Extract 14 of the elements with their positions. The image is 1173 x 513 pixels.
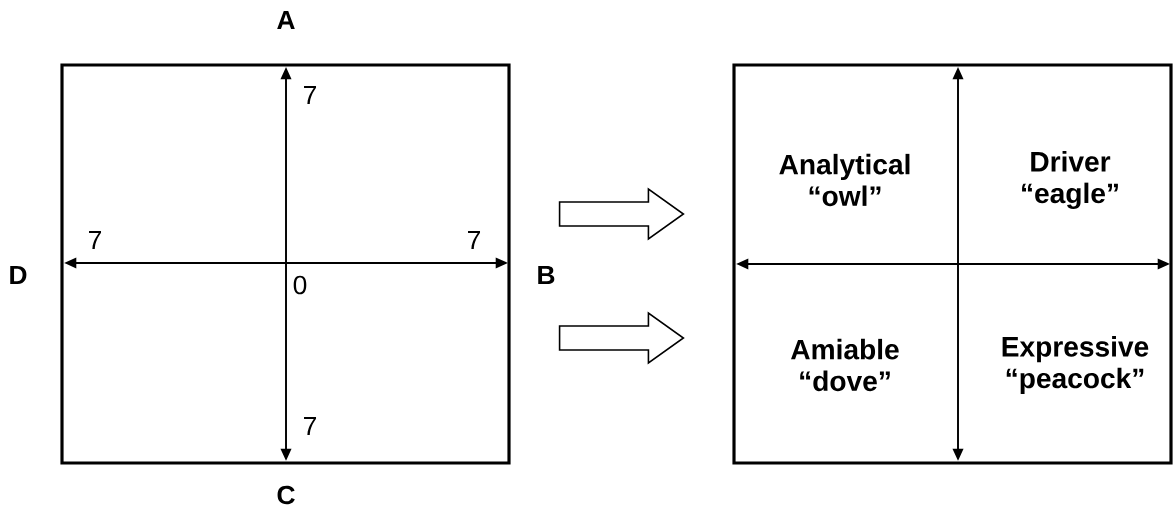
- block-arrow: [558, 311, 685, 365]
- axis-letter: D: [10, 265, 27, 285]
- scale-number: 7: [468, 230, 480, 250]
- scale-number: 7: [304, 416, 316, 436]
- quadrant-label: Analytical “owl”: [779, 153, 910, 207]
- axis-letter: A: [277, 10, 295, 30]
- axis-letter: B: [538, 265, 555, 285]
- quadrant-label: Amiable “dove”: [791, 338, 899, 392]
- scale-number: 0: [293, 275, 307, 295]
- quadrant-label: Expressive “peacock”: [1002, 336, 1149, 394]
- quadrant-label: Driver “eagle”: [1022, 151, 1118, 209]
- block-arrow: [558, 187, 685, 241]
- scale-number: 7: [89, 230, 101, 250]
- scale-number: 7: [304, 85, 316, 105]
